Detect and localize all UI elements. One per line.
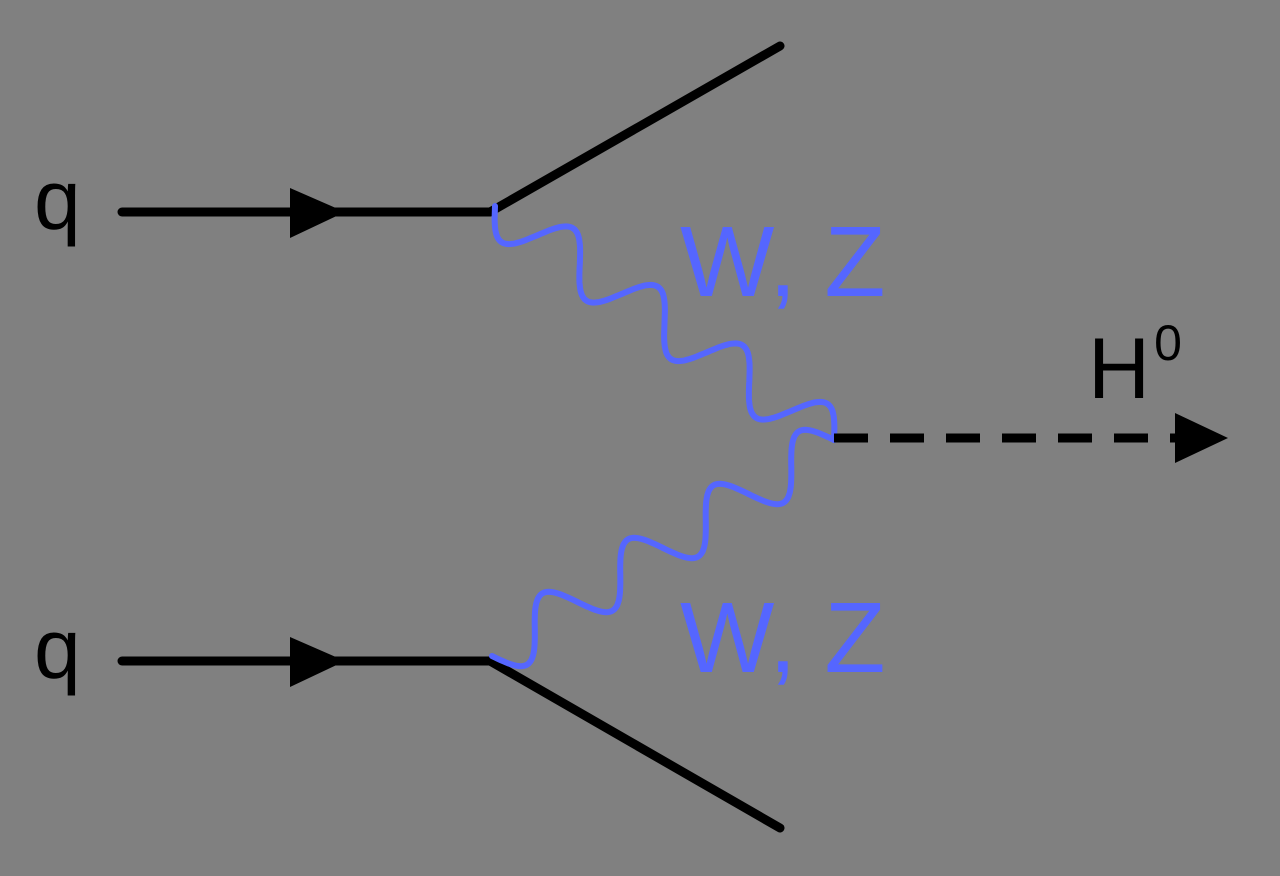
higgs-symbol: H <box>1088 321 1151 417</box>
higgs-label: H0 <box>1088 318 1182 412</box>
boson-label-upper: W, Z <box>680 206 886 318</box>
boson-propagator-lower <box>489 426 837 670</box>
outgoing-quark-line-bottom <box>485 656 785 833</box>
arrow-icon-bottom <box>290 637 345 687</box>
boson-label-lower: W, Z <box>680 582 886 694</box>
quark-label-top: q <box>34 153 81 247</box>
arrow-icon-top <box>290 188 345 238</box>
quark-label-bottom: q <box>34 602 81 696</box>
higgs-superscript: 0 <box>1154 315 1182 371</box>
arrow-icon-higgs <box>1175 413 1228 463</box>
boson-propagator-upper <box>491 203 838 443</box>
outgoing-quark-line-top <box>485 41 785 217</box>
